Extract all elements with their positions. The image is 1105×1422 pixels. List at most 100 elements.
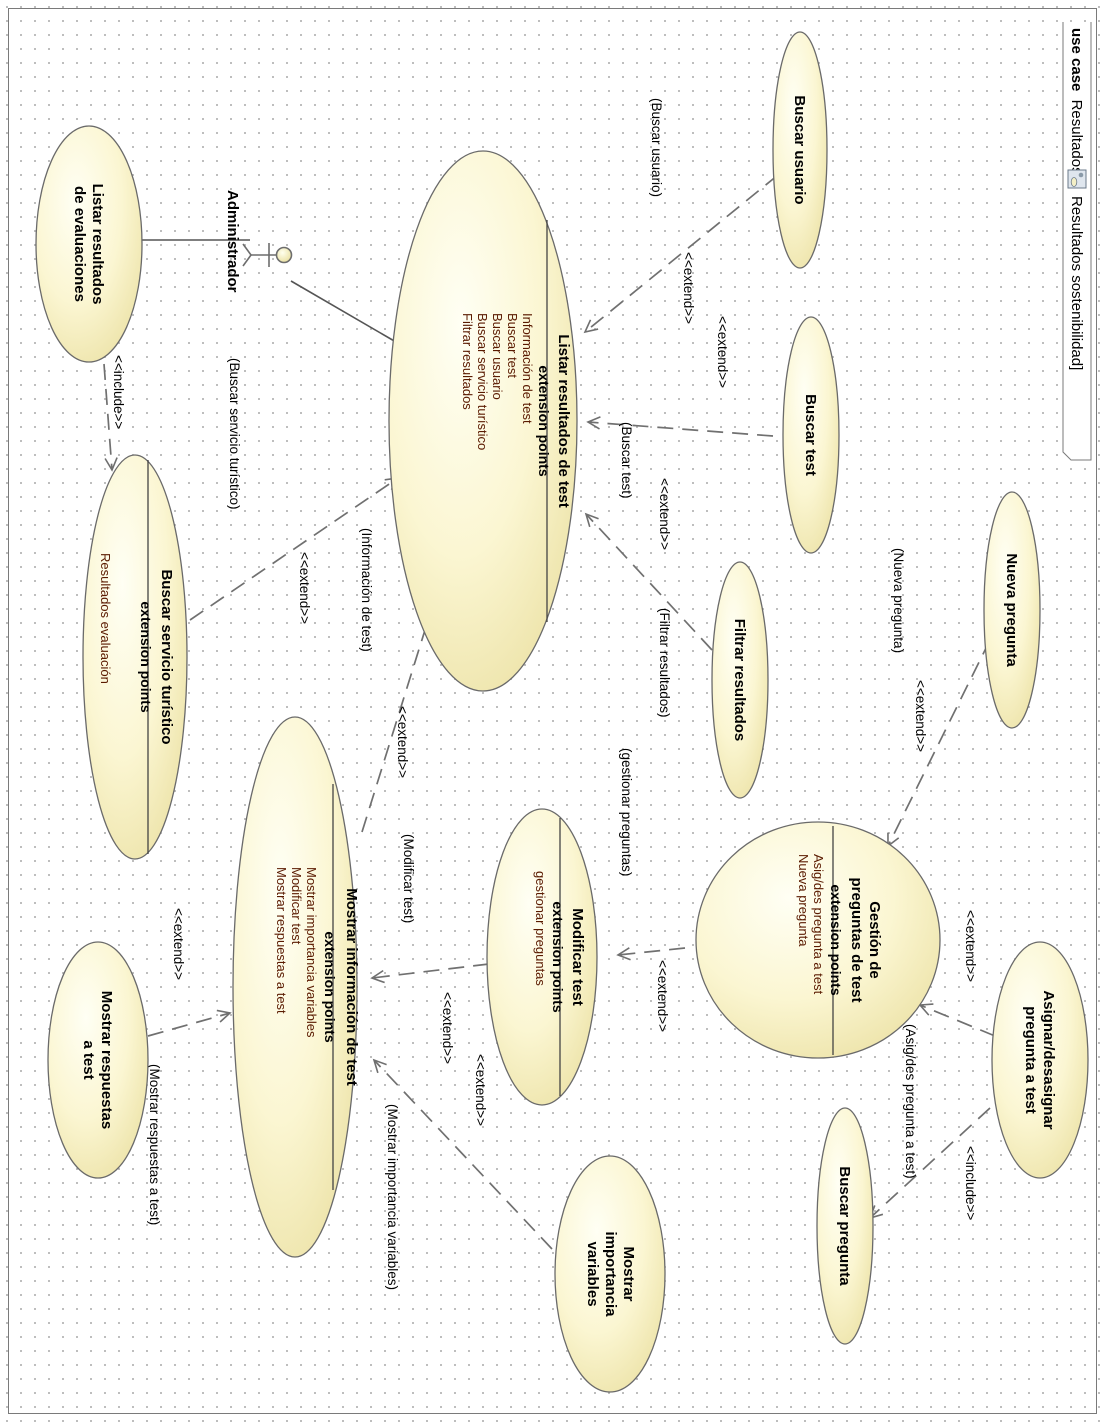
relationship-labels: (Buscar usuario) <<extend>> <<extend>> (…	[111, 98, 978, 1290]
svg-text:use case Resultados: use case Resultados [	[1068, 28, 1085, 184]
extension-point: Mostrar respuestas a test	[274, 867, 289, 1014]
stereotype-buscar-usuario: <<extend>>	[681, 252, 696, 324]
extension-points-heading: extension points	[138, 601, 154, 712]
diagram-frame	[8, 8, 1097, 1414]
extension-point: Filtrar resultados	[460, 313, 475, 410]
extension-point: Buscar test	[505, 313, 520, 378]
actor-name: Administrador	[224, 190, 241, 293]
extension-point: Resultados evaluación	[98, 553, 113, 684]
use-case-title: Mostrar información de test	[343, 888, 360, 1086]
use-case-mostrar-importancia-variables[interactable]: Mostrar importancia variables	[554, 1155, 666, 1393]
extend-filtrar-resultados[interactable]	[584, 512, 713, 651]
actor-administrador[interactable]: Administrador	[224, 190, 293, 293]
extension-point: Modificar test	[289, 867, 304, 945]
condition-importancia-variables: (Mostrar importancia variables)	[385, 1104, 400, 1290]
stereotype-nueva-pregunta: <<extend>>	[913, 680, 928, 752]
condition-gestionar-preguntas: (gestionar preguntas)	[619, 748, 634, 876]
use-case-nueva-pregunta[interactable]: Nueva pregunta	[983, 491, 1041, 729]
use-case-title: Nueva pregunta	[1003, 553, 1020, 667]
condition-filtrar-resultados: (Filtrar resultados)	[657, 608, 672, 718]
use-case-title-line1: Listar resultados	[89, 184, 106, 305]
use-case-title: Listar resultados de test	[555, 334, 572, 507]
use-case-title-line1: Asignar/desasignar	[1040, 990, 1057, 1129]
extension-points-heading: extension points	[550, 901, 566, 1012]
use-case-buscar-usuario[interactable]: Buscar usuario	[772, 31, 828, 269]
extension-point: Buscar usuario	[490, 313, 505, 400]
stereotype-modificar-test: <<extend>>	[440, 992, 455, 1064]
extension-point: gestionar preguntas	[533, 871, 548, 986]
stereotype-importancia-variables: <<extend>>	[473, 1054, 488, 1126]
frame-name: Resultados	[1068, 100, 1085, 175]
stereotype-buscar-servicio-turistico: <<extend>>	[297, 552, 312, 624]
condition-respuestas-test: (Mostrar respuestas a test)	[147, 1064, 162, 1225]
actor-stick-figure-icon	[242, 243, 293, 267]
extend-mostrar-informacion-test[interactable]	[361, 612, 433, 833]
use-case-title: Buscar test	[802, 394, 819, 476]
extension-point: Mostrar importancia variables	[304, 867, 319, 1038]
stereotype-informacion-test: <<extend>>	[395, 706, 410, 778]
use-case-modificar-test[interactable]: Modificar test extension points gestiona…	[486, 808, 598, 1106]
condition-buscar-usuario: (Buscar usuario)	[649, 98, 664, 197]
use-case-title-line2: de evaluaciones	[71, 186, 88, 302]
extend-buscar-servicio-turistico[interactable]	[189, 476, 400, 621]
use-case-title-line1: Gestión de	[866, 901, 883, 979]
use-case-mostrar-respuestas-test[interactable]: Mostrar respuestas a test	[47, 941, 149, 1179]
stereotype-gestionar-preguntas: <<extend>>	[655, 960, 670, 1032]
use-case-filtrar-resultados[interactable]: Filtrar resultados	[711, 561, 769, 799]
condition-modificar-test: (Modificar test)	[401, 834, 416, 923]
use-case-mostrar-informacion-test[interactable]: Mostrar información de test extension po…	[232, 716, 360, 1258]
use-case-listar-resultados-test[interactable]: Listar resultados de test extension poin…	[388, 150, 578, 692]
use-case-buscar-servicio-turistico[interactable]: Buscar servicio turístico extension poin…	[82, 454, 188, 860]
association-admin-listar-resultados-test[interactable]	[290, 280, 397, 343]
extension-point: Nueva pregunta	[796, 854, 811, 947]
use-case-title-line1: Mostrar respuestas	[98, 991, 115, 1129]
use-case-buscar-pregunta[interactable]: Buscar pregunta	[816, 1107, 874, 1345]
frame-header: use case Resultados [ Resultados sosteni…	[1062, 22, 1092, 461]
extension-points-heading: extension points	[828, 884, 844, 995]
stereotype-include-evaluaciones: <<include>>	[111, 355, 126, 429]
extend-mostrar-importancia-variables[interactable]	[372, 1058, 553, 1250]
use-case-title: Filtrar resultados	[731, 619, 748, 742]
extend-buscar-usuario[interactable]	[583, 174, 779, 334]
use-case-title-line2: pregunta a test	[1022, 1006, 1039, 1114]
extension-point: Información de test	[520, 313, 535, 424]
condition-informacion-test: (Información de test)	[359, 528, 374, 652]
svg-text:Resultados sostenibilidad]: Resultados sostenibilidad]	[1068, 196, 1085, 370]
frame-keyword: use case	[1068, 28, 1085, 91]
extension-points-heading: extension points	[536, 365, 552, 476]
use-case-title: Buscar usuario	[791, 95, 808, 204]
extension-points-heading: extension points	[322, 931, 338, 1042]
condition-buscar-test: (Buscar test)	[619, 422, 634, 499]
use-case-title-line2: a test	[80, 1040, 97, 1079]
stereotype-filtrar-resultados: <<extend>>	[657, 478, 672, 550]
extension-point: Buscar servicio turístico	[475, 313, 490, 450]
extend-nueva-pregunta[interactable]	[887, 639, 991, 848]
use-case-gestion-preguntas-test[interactable]: Gestión de preguntas de test extension p…	[695, 821, 941, 1059]
stereotype-buscar-test: <<extend>>	[715, 316, 730, 388]
relationships	[103, 174, 996, 1250]
include-listar-evaluaciones[interactable]	[103, 363, 118, 472]
stereotype-include-buscar-pregunta: <<include>>	[963, 1146, 978, 1220]
use-case-title: Buscar pregunta	[836, 1166, 853, 1286]
extend-modificar-test[interactable]	[370, 963, 490, 984]
use-case-title: Buscar servicio turístico	[158, 569, 175, 744]
condition-buscar-servicio-turistico: (Buscar servicio turístico)	[227, 358, 242, 510]
use-case-buscar-test[interactable]: Buscar test	[782, 316, 840, 554]
use-case-diagram-icon	[1067, 169, 1087, 189]
condition-asignar-desasignar: (Asig/des pregunta a test)	[903, 1024, 918, 1179]
extend-asignar-desasignar[interactable]	[918, 1003, 996, 1037]
use-case-asignar-desasignar-pregunta[interactable]: Asignar/desasignar pregunta a test	[991, 941, 1089, 1179]
stereotype-respuestas-test: <<extend>>	[171, 908, 186, 980]
extend-mostrar-respuestas-test[interactable]	[147, 1009, 232, 1037]
extension-point: Asig/des pregunta a test	[811, 854, 826, 995]
use-case-listar-resultados-evaluaciones[interactable]: Listar resultados de evaluaciones	[35, 125, 143, 363]
stereotype-asignar-desasignar: <<extend>>	[963, 910, 978, 982]
use-case-title-line2: importancia	[602, 1231, 619, 1317]
use-case-title: Modificar test	[569, 908, 586, 1006]
include-buscar-pregunta[interactable]	[868, 1107, 991, 1220]
extend-gestion-preguntas[interactable]	[616, 947, 686, 961]
extend-buscar-test[interactable]	[586, 416, 774, 437]
use-case-title-line1: Mostrar	[620, 1246, 637, 1301]
use-case-title-line2: preguntas de test	[848, 877, 865, 1002]
